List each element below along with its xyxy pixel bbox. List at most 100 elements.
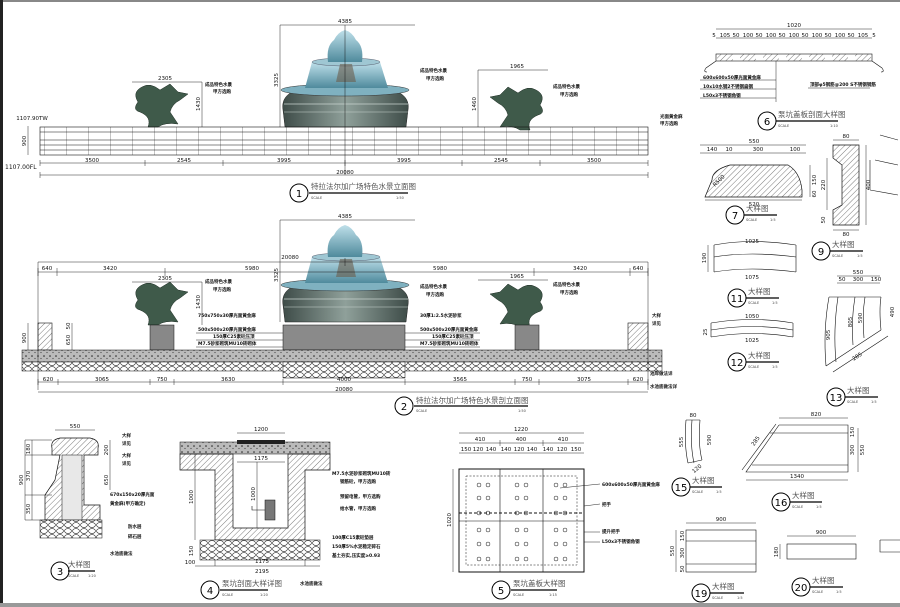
scale-value: 1:50 [518,409,526,413]
scale-value: 1:10 [830,124,838,128]
dim-fountain-width: 4385 [338,214,352,220]
dim: 5980 [433,266,447,272]
callout-text: 成品特色水景 [553,281,580,288]
edge-note: 甲方选购 [660,120,678,127]
detail-ref: 大样 [652,312,661,319]
callout-text: 成品特色水景 [420,67,447,74]
view-number: 2 [401,402,407,413]
dim: 2195 [255,569,269,575]
scale-value: 1:5 [770,218,776,222]
dim: 5980 [245,266,259,272]
edge-wall-right [627,322,649,351]
dim: 3630 [221,377,235,383]
dim: 100 [790,147,801,153]
dim: 100 [743,33,754,39]
view-title-19: 19 大样图 SCALE 1:5 [691,581,744,603]
view-number: 20 [795,583,808,594]
scale-value: 1:5 [816,505,822,509]
material-note: 150厚C25素砼压顶 [432,333,474,340]
callout-text: 甲方选购 [213,88,231,95]
detail-7: 550 140 10 300 100 520 150 60 R500 7 大样图… [700,139,818,225]
callout-text: 成品特色水景 [205,278,232,285]
scale-label: SCALE [812,590,823,594]
dim: 300 [680,547,686,558]
scale-value: 1:20 [260,593,268,597]
dim: 140 [486,447,497,453]
scale-value: 1:5 [871,400,877,404]
elevation-view: 3500 2545 3995 3995 2545 3500 20080 4385… [5,19,683,203]
dim: 900 [816,530,827,536]
dim: 3065 [95,377,109,383]
dim: 150 [461,447,472,453]
dim-pier-height: 650 [66,334,72,345]
dim: 490 [890,306,896,317]
cover-plate-plan [458,468,585,573]
dim: 50 [733,33,740,39]
dim-fountain-width: 4385 [338,19,352,25]
view-title: 大样图 [748,286,771,296]
view-title-2: 2 特拉法尔加广场特色水景剖立面图 SCALE 1:50 [394,395,529,416]
dim: 25 [703,328,709,335]
scale-value: 1:15 [549,593,557,597]
dim: 1020 [447,513,453,527]
view-title-12: 12 大样图 SCALE 1:5 [727,350,779,372]
level-floor: 1107.00FL [5,164,37,171]
fish-sculpture-left [135,83,189,128]
dim-fish-right-width: 1965 [510,64,524,70]
dim: 300 [753,147,764,153]
view-title: 泵坑盖板大样图 [513,578,566,588]
detail-19: 900 150 300 50 550 19 大样图 SCALE 1:5 [670,517,757,603]
dim: 120 [691,463,703,475]
scale-label: SCALE [513,593,524,597]
dim: 4000 [337,377,351,383]
callout-text: 甲方选购 [213,286,231,293]
dim: 805 [848,316,854,327]
view-title-5: 5 泵坑盖板大样图 SCALE 1:15 [491,578,566,600]
view-title-1: 1 特拉法尔加广场特色水景立面图 SCALE 1:50 [289,181,416,203]
dim: 550 [853,270,864,276]
detail-11: 1025 1075 190 11 大样图 SCALE 1:5 [702,239,797,308]
fish-sculpture-right [489,86,543,131]
dim: 150 [850,426,856,437]
dim: 50 [680,565,686,572]
dim: 100 [185,560,196,566]
floor-note: 池岸做法详 [650,370,673,377]
material-note: 500x500x20厚光面黄金麻 [198,326,256,333]
material-note: L50x3不锈钢角钢 [703,92,741,99]
fish-sculpture-right [489,283,543,328]
detail-15: 80 555 590 120 15 大样图 SCALE 1:5 [671,413,722,497]
dim: 550 [860,444,866,455]
scale-label: SCALE [692,490,703,494]
view-number: 13 [830,393,843,404]
dim: 3420 [573,266,587,272]
detail-10-partial [869,134,899,196]
dim: 900 [716,517,727,523]
scale-label: SCALE [416,409,427,413]
dim: 1175 [255,559,269,565]
dim-pier-top: 50 [66,322,72,329]
dim: 120 [514,447,525,453]
base-layer-gravel [21,349,663,363]
view-title: 特拉法尔加广场特色水景立面图 [311,181,416,191]
dim-total: 20080 [336,170,354,176]
scale-value: 1:5 [857,254,863,258]
view-title: 大样图 [692,475,715,485]
dim: 80 [843,232,850,238]
detail-ref: 详见 [122,460,131,467]
dim: 1050 [745,314,759,320]
detail-21-partial [879,539,900,553]
material-note: 10x10水钢2不锈钢扁钢 [703,83,754,90]
dim: 410 [558,437,569,443]
view-title: 大样图 [746,203,769,213]
dim-fish-right-width: 1965 [510,274,524,280]
dim: 520 [749,202,760,208]
dim: 1025 [745,239,759,245]
dim: 550 [749,139,760,145]
detail-6: 1020 5 105 50 100 50 100 50 100 50 100 5… [700,23,884,131]
dim: 3420 [103,266,117,272]
dim: 640 [42,266,53,272]
material-note: 预留电管，甲方选购 [340,493,381,500]
view-title-9: 9 大样图 SCALE 1:5 [811,239,863,261]
view-number: 12 [731,358,744,369]
dim: 3995 [277,158,291,164]
